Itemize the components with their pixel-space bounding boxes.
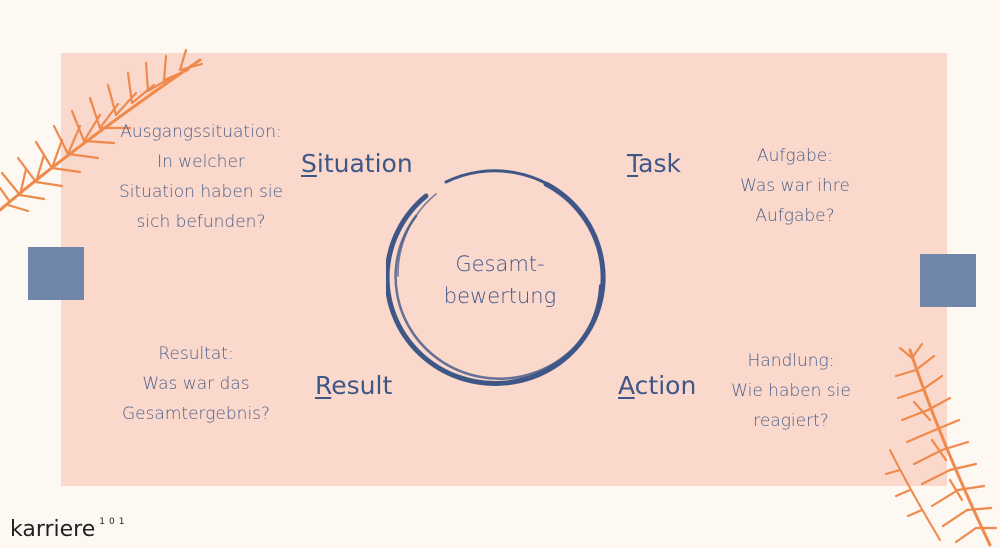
task-label: Task xyxy=(627,149,681,178)
question-line: reagiert? xyxy=(753,411,829,431)
task-question: Aufgabe: Was war ihre Aufgabe? xyxy=(720,141,870,231)
situation-initial: S xyxy=(301,149,317,178)
question-line: Aufgabe: xyxy=(757,146,833,166)
pampas-plume-icon xyxy=(0,48,204,213)
question-line: Aufgabe? xyxy=(755,206,835,226)
brush-circle xyxy=(386,169,606,386)
task-initial: T xyxy=(627,149,639,178)
center-label-line: Gesamt- xyxy=(455,252,545,276)
logo-superscript: 101 xyxy=(99,517,129,527)
question-line: Gesamtergebnis? xyxy=(121,404,271,424)
question-line: Situation haben sie xyxy=(119,182,283,202)
center-label: Gesamt- bewertung xyxy=(420,248,580,312)
question-line: Was war das xyxy=(142,374,250,394)
question-line: In welcher xyxy=(157,152,245,172)
situation-question: Ausgangssituation: In welcher Situation … xyxy=(96,117,306,237)
question-line: Ausgangssituation: xyxy=(120,122,282,142)
result-rest: esult xyxy=(331,371,393,400)
action-initial: A xyxy=(618,371,635,400)
action-label: Action xyxy=(618,371,696,400)
question-line: Handlung: xyxy=(747,351,835,371)
action-question: Handlung: Wie haben sie reagiert? xyxy=(716,346,866,436)
task-rest: ask xyxy=(638,149,681,178)
result-question: Resultat: Was war das Gesamtergebnis? xyxy=(106,339,286,429)
decor-square-right xyxy=(920,254,976,307)
question-line: Resultat: xyxy=(158,344,234,364)
result-label: Result xyxy=(315,371,392,400)
logo-name: karriere xyxy=(10,517,96,542)
result-initial: R xyxy=(315,371,332,400)
question-line: Wie haben sie xyxy=(731,381,851,401)
pampas-plume-icon xyxy=(884,342,998,547)
action-rest: ction xyxy=(634,371,697,400)
question-line: Was war ihre xyxy=(740,176,850,196)
decor-square-left xyxy=(28,247,84,300)
center-label-line: bewertung xyxy=(443,284,557,308)
situation-rest: ituation xyxy=(316,149,413,178)
situation-label: Situation xyxy=(301,149,413,178)
diagram-panel xyxy=(61,53,947,486)
question-line: sich befunden? xyxy=(136,212,266,232)
